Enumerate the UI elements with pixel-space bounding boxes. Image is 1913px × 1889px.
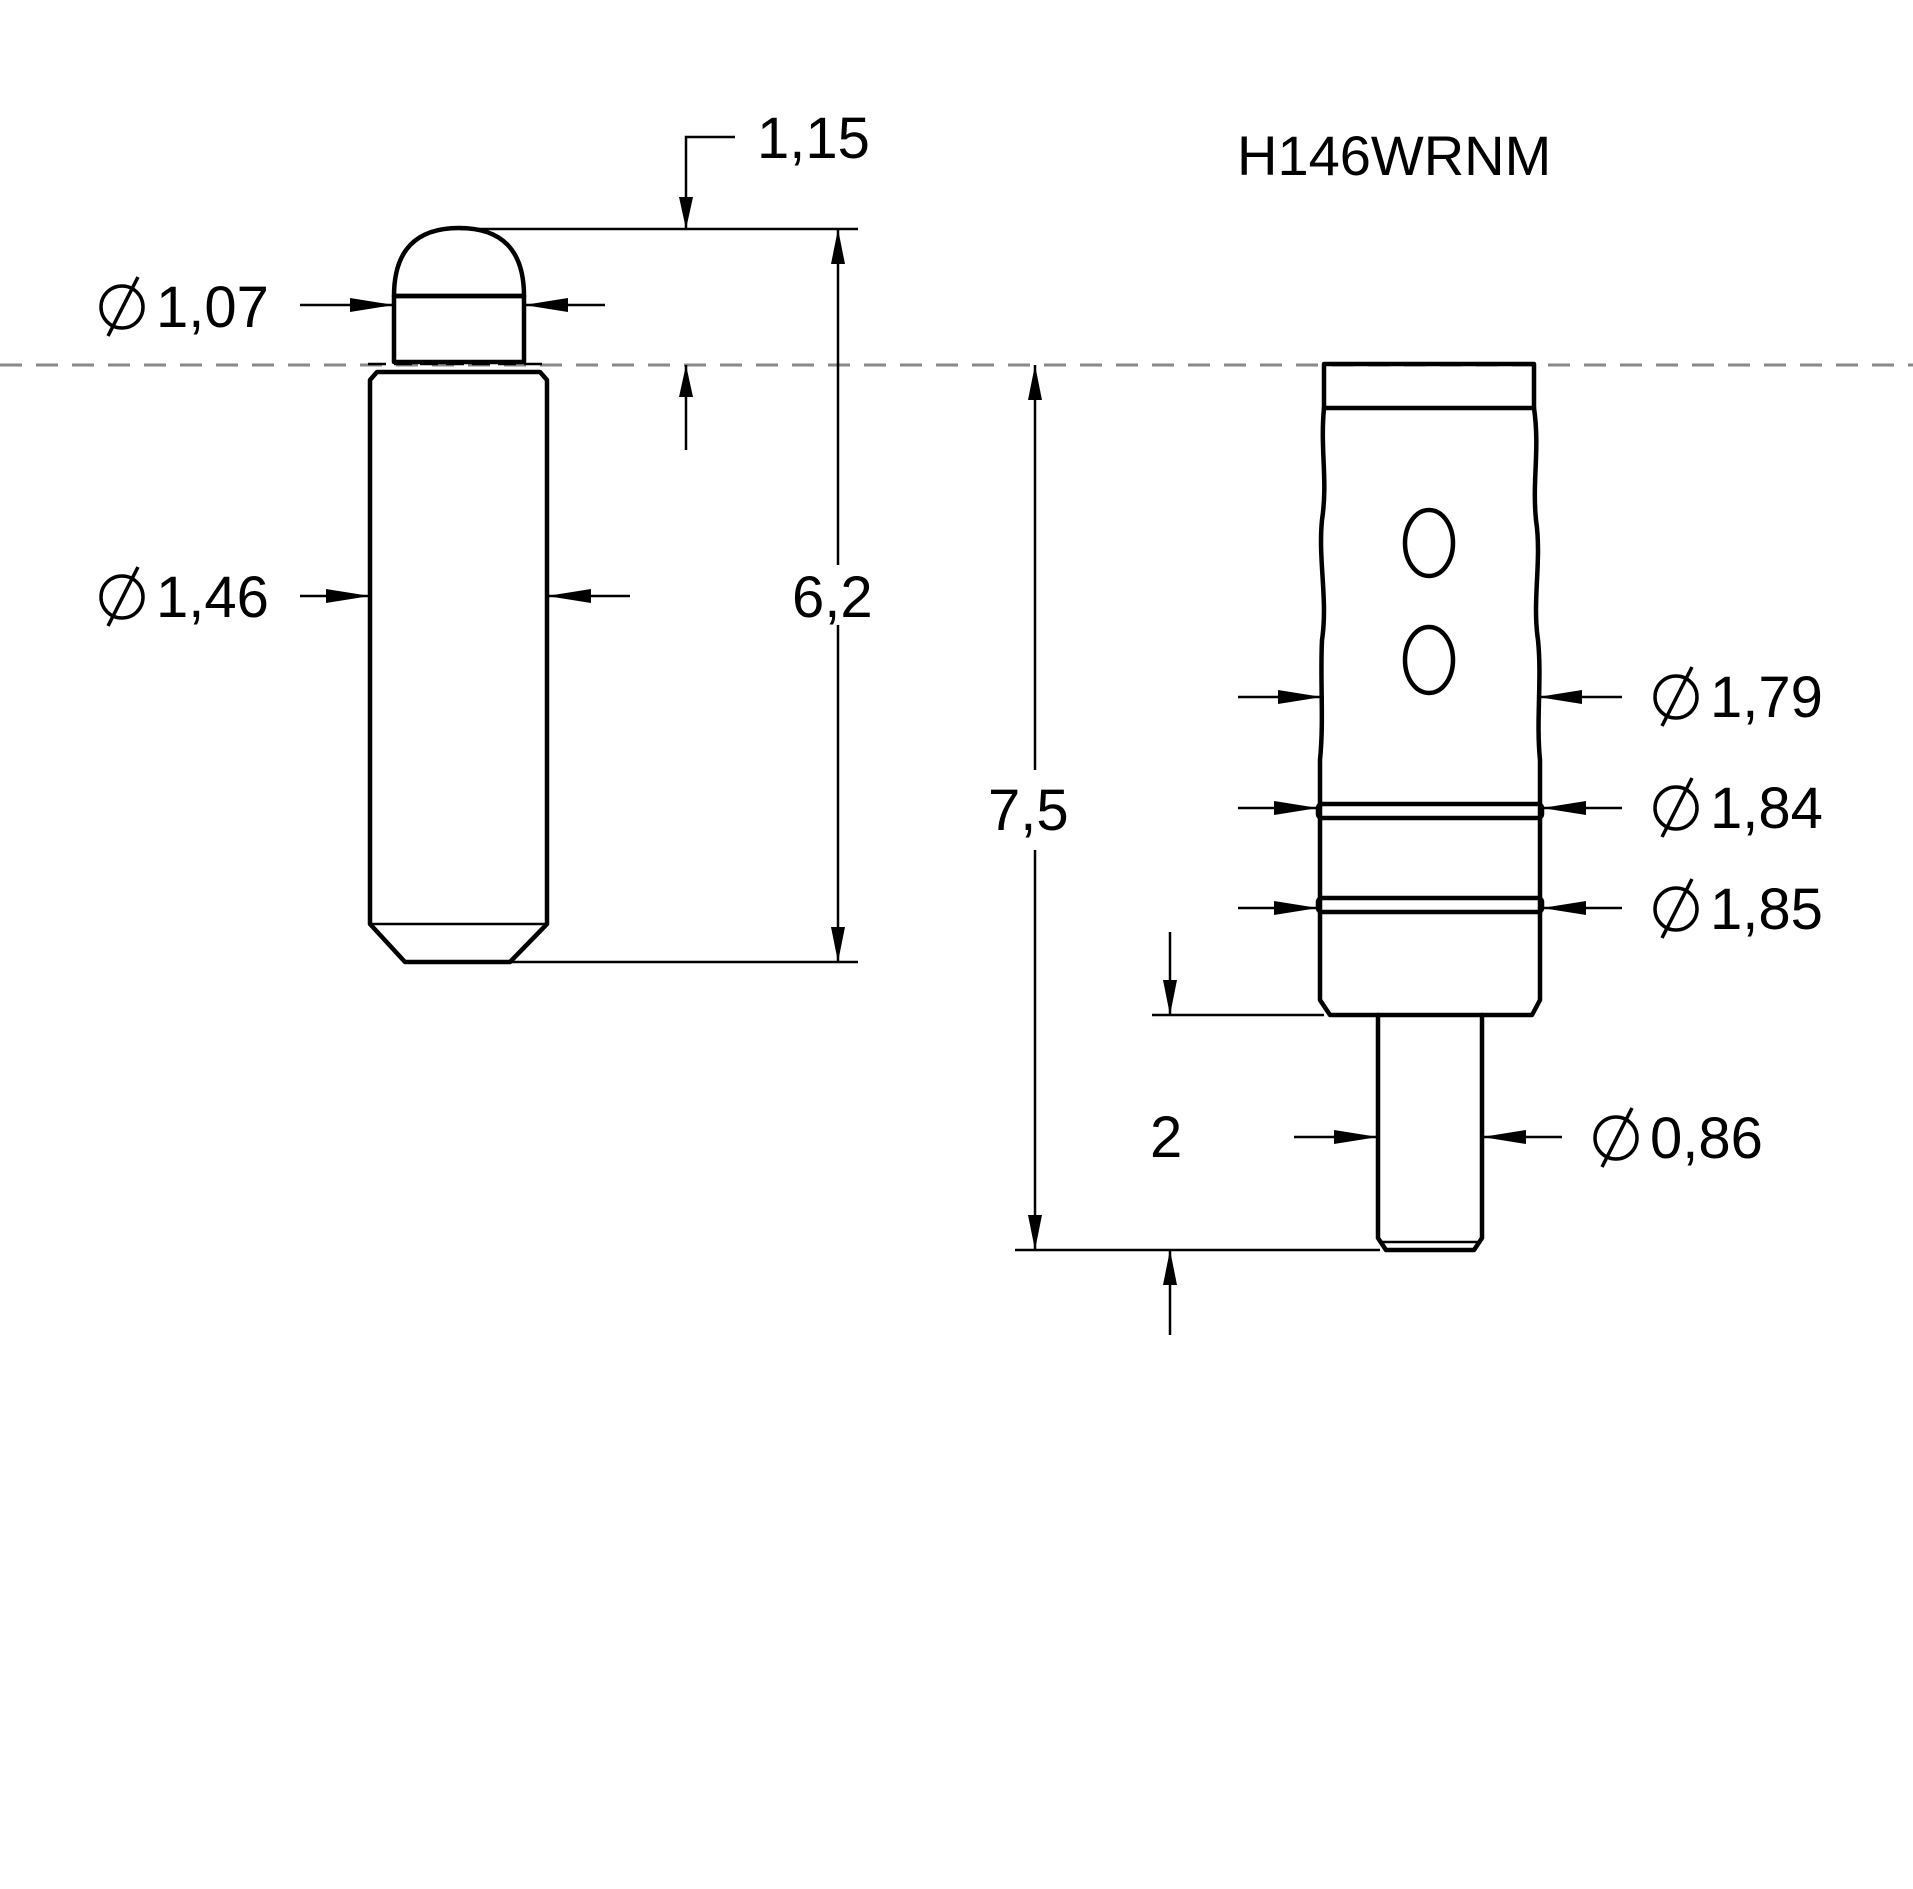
dim-barrel-diameter-label: 1,46 (156, 565, 269, 630)
left-pin-drawing (367, 225, 550, 965)
receptacle-top-band (1321, 361, 1537, 411)
dim-tail-length-label: 2 (1150, 1105, 1182, 1170)
dim-tail-diameter: 0,86 (1294, 1106, 1763, 1171)
receptacle-tail (1375, 1012, 1485, 1253)
dim-body-diameter-label: 1,79 (1710, 665, 1823, 730)
dim-barrel-diameter: 1,46 (99, 565, 630, 630)
dim-tip-length-label: 1,15 (757, 106, 870, 171)
receptacle-body (1317, 405, 1543, 1018)
diameter-icon (99, 566, 145, 627)
dim-tip-length: 1,15 (460, 106, 870, 450)
diameter-icon (1653, 666, 1699, 727)
dim-left-overall: 6,2 (512, 229, 873, 964)
part-number-title: H146WRNM (1237, 124, 1551, 187)
diameter-icon (99, 276, 145, 337)
dim-right-overall: 7,5 (988, 365, 1380, 1252)
dim-groove2-diameter: 1,85 (1238, 877, 1823, 942)
dim-left-overall-label: 6,2 (792, 565, 873, 630)
diameter-icon (1653, 777, 1699, 838)
groove-2 (1315, 895, 1545, 915)
groove-1 (1315, 801, 1545, 821)
dim-right-overall-label: 7,5 (988, 778, 1069, 843)
diameter-icon (1653, 878, 1699, 939)
vent-hole-1 (1402, 507, 1456, 579)
diameter-icon (1593, 1107, 1639, 1168)
dim-body-diameter: 1,79 (1238, 665, 1823, 730)
vent-hole-2 (1402, 624, 1456, 696)
dim-groove2-diameter-label: 1,85 (1710, 877, 1823, 942)
dim-tail-diameter-label: 0,86 (1650, 1106, 1763, 1171)
dim-groove1-diameter-label: 1,84 (1710, 776, 1823, 841)
plunger-neck (391, 293, 527, 365)
right-receptacle-drawing (1315, 361, 1545, 1253)
dim-plunger-diameter: 1,07 (99, 275, 605, 340)
dim-plunger-diameter-label: 1,07 (156, 275, 269, 340)
plunger-dome (391, 225, 527, 299)
barrel-body (367, 369, 550, 965)
dim-tail-length: 2 (1150, 932, 1324, 1335)
dim-groove1-diameter: 1,84 (1238, 776, 1823, 841)
